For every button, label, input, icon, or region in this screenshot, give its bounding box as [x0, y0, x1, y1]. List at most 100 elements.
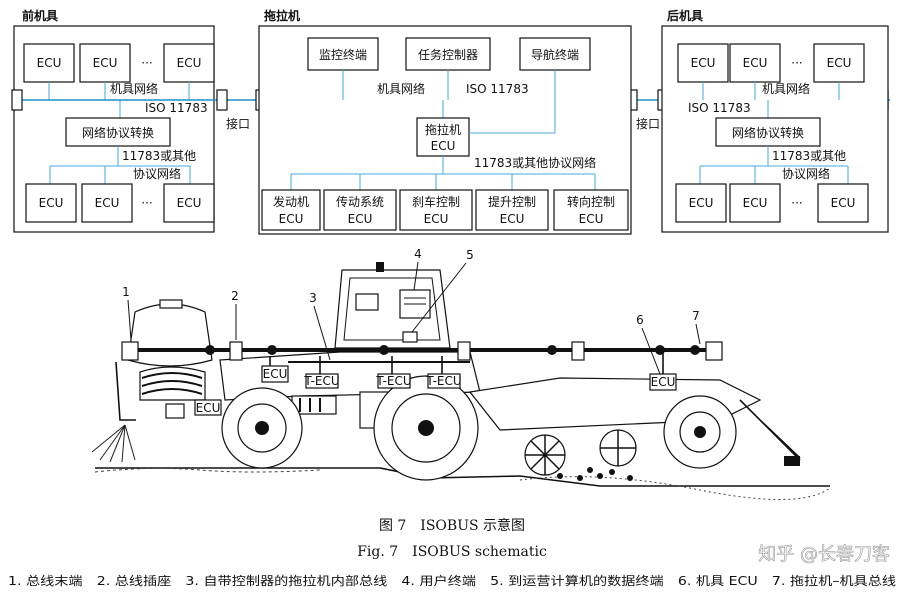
front-implement-group: 前机具 ECU ECU ··· ECU 机具网络 ISO 11783 网络协议转…	[13, 8, 215, 233]
front-ecu-machine	[194, 399, 222, 416]
rear-ecu-3-label: ECU	[827, 56, 852, 70]
bus-socket-front	[216, 89, 228, 111]
steering-ecu-l2: ECU	[579, 212, 604, 226]
tractor-title: 拖拉机	[264, 8, 300, 23]
front-ecu-4	[25, 183, 77, 223]
front-network-label: 机具网络	[110, 81, 158, 96]
tractor-nav-label: 导航终端	[531, 47, 579, 62]
front-ecu-6-label: ECU	[177, 196, 202, 210]
ground-line	[95, 467, 830, 487]
caption-english: Fig. 7 ISOBUS schematic	[357, 544, 547, 560]
rear-ecu-2-label: ECU	[743, 56, 768, 70]
front-ecu-3-label: ECU	[177, 56, 202, 70]
tractor-group: 拖拉机 监控终端 任务控制器 导航终端 机具网络 ISO 11783 拖拉机 E…	[258, 8, 632, 235]
t-ecu-3-label: T-ECU	[425, 374, 461, 388]
front-ecu-6	[163, 183, 215, 223]
front-ecu-5-label: ECU	[95, 196, 120, 210]
tractor-ecu-machine-label: ECU	[263, 367, 288, 381]
caption-chinese: 图 7 ISOBUS 示意图	[379, 517, 525, 534]
watermark-text: 知乎 @长春刀客	[758, 544, 890, 565]
tractor-iso-label: ISO 11783	[466, 82, 529, 96]
front-ecu-2-label: ECU	[93, 56, 118, 70]
figure-legend: 1. 总线末端 2. 总线插座 3. 自带控制器的拖拉机内部总线 4. 用户终端…	[8, 573, 896, 588]
rear-dots-bottom: ···	[791, 196, 802, 210]
front-iso-label: ISO 11783	[145, 101, 208, 115]
front-other-1: 11783或其他	[122, 149, 196, 163]
hitch-ecu-l1: 提升控制	[488, 194, 536, 209]
tractor-monitor-label: 监控终端	[319, 47, 367, 62]
tractor-hitch-ecu	[475, 189, 549, 231]
interface-label-left: 接口	[226, 116, 250, 131]
bus-terminator-rear-machine	[705, 341, 723, 361]
t-ecu-2	[377, 373, 411, 389]
t-ecu-3	[427, 373, 461, 389]
rear-ecu-6	[817, 183, 869, 223]
rear-network-label: 机具网络	[762, 81, 810, 96]
callout-3: 3	[309, 291, 317, 305]
tractor-task-label: 任务控制器	[418, 47, 478, 62]
brake-ecu-l1: 刹车控制	[412, 194, 460, 209]
front-ecu-1	[23, 43, 75, 83]
front-ecu-machine-label: ECU	[196, 401, 221, 415]
tractor-ecu-line2: ECU	[431, 139, 456, 153]
callout-5: 5	[466, 248, 474, 262]
rear-other-2: 协议网络	[782, 166, 830, 181]
front-ecu-1-label: ECU	[37, 56, 62, 70]
t-ecu-1-label: T-ECU	[303, 374, 339, 388]
front-other-2: 协议网络	[133, 166, 181, 181]
rear-converter-label: 网络协议转换	[732, 125, 804, 140]
tractor-engine-ecu	[261, 189, 321, 231]
engine-ecu-l2: ECU	[279, 212, 304, 226]
front-title: 前机具	[22, 8, 58, 23]
bus-terminator-front-machine	[121, 341, 139, 361]
t-ecu-1	[305, 373, 339, 389]
rear-ecu-5-label: ECU	[743, 196, 768, 210]
callout-1: 1	[122, 285, 130, 299]
tractor-steering-ecu	[553, 189, 629, 231]
rear-converter	[715, 117, 821, 147]
rear-title: 后机具	[667, 8, 703, 23]
callout-2: 2	[231, 289, 239, 303]
rear-dots-top: ···	[791, 56, 802, 70]
bus-socket-machine	[229, 341, 243, 361]
tractor-ecu-line1: 拖拉机	[425, 122, 461, 137]
sprayer-nozzle	[91, 424, 136, 463]
rear-other-1: 11783或其他	[772, 149, 846, 163]
rear-implement-group: 后机具 ECU ECU ··· ECU 机具网络 ISO 11783 网络协议转…	[661, 8, 889, 233]
callout-4: 4	[414, 247, 422, 261]
front-ecu-3	[163, 43, 215, 83]
front-ecu-5	[81, 183, 133, 223]
rear-ecu-6-label: ECU	[831, 196, 856, 210]
rear-ecu-1-label: ECU	[691, 56, 716, 70]
rear-ecu-5	[729, 183, 781, 223]
interface-label-right: 接口	[636, 116, 660, 131]
tractor-brake-ecu	[399, 189, 473, 231]
front-converter	[65, 117, 171, 147]
tractor-nav	[519, 37, 591, 71]
rear-ecu-3	[813, 43, 865, 83]
front-dots-bottom: ···	[141, 196, 152, 210]
rear-ecu-4-label: ECU	[689, 196, 714, 210]
front-dots-top: ···	[141, 56, 152, 70]
steering-ecu-l1: 转向控制	[567, 194, 615, 209]
rear-ecu-machine-label: ECU	[651, 375, 676, 389]
transmission-ecu-l1: 传动系统	[336, 194, 384, 209]
bus-terminator-left	[11, 89, 23, 111]
front-converter-label: 网络协议转换	[82, 125, 154, 140]
callout-6: 6	[636, 313, 644, 327]
front-ecu-4-label: ECU	[39, 196, 64, 210]
rear-iso-label: ISO 11783	[688, 101, 751, 115]
engine-ecu-l1: 发动机	[273, 194, 309, 209]
tractor-transmission-ecu	[323, 189, 397, 231]
tractor-network-label: 机具网络	[377, 81, 425, 96]
callouts: 1 2 3 4 5 6 7	[122, 247, 701, 375]
transmission-ecu-l2: ECU	[348, 212, 373, 226]
brake-ecu-l2: ECU	[424, 212, 449, 226]
tractor-other-label: 11783或其他协议网络	[474, 155, 596, 170]
machine-illustration: ECU ECU T-ECU T-ECU T-ECU	[91, 247, 831, 500]
callout-7: 7	[692, 309, 700, 323]
sprayer-tank	[127, 303, 213, 367]
data-terminal	[402, 331, 418, 343]
hitch-ecu-l2: ECU	[500, 212, 525, 226]
